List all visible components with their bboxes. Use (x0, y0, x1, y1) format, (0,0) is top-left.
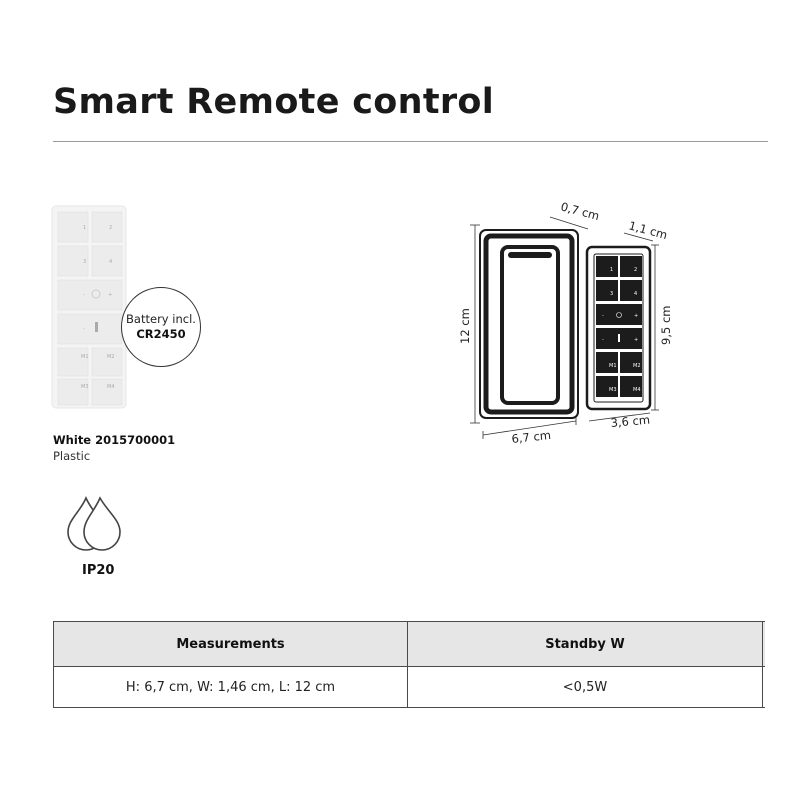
photo-button-label: M4 (107, 384, 115, 390)
bulb-icon (95, 322, 98, 332)
remote-depth-label: 1,1 cm (627, 218, 669, 242)
variant-material: Plastic (53, 449, 91, 463)
remote-button-label: M2 (633, 363, 641, 369)
remote-width-label: 3,6 cm (610, 413, 651, 430)
minus-icon: - (83, 292, 85, 298)
dimension-lines (470, 216, 659, 439)
minus-icon: - (602, 313, 604, 319)
spec-table: Measurements Standby W H: 6,7 cm, W: 1,4… (53, 621, 765, 708)
column-header-measurements: Measurements (53, 621, 408, 667)
photo-button-label: M2 (107, 354, 115, 360)
ip-rating: IP20 (82, 563, 115, 578)
wall-frame (479, 229, 579, 419)
remote-button-label: 4 (634, 291, 637, 297)
table-cell-extra (762, 666, 765, 708)
remote-button-label: 2 (634, 267, 637, 273)
photo-button-label: M1 (81, 354, 89, 360)
battery-badge: Battery incl. CR2450 (121, 287, 201, 367)
title-divider (53, 141, 768, 142)
remote-drawing: 1 2 3 4 M1 M2 M3 M4 - + - + (585, 245, 652, 411)
sun-icon (91, 289, 101, 299)
table-cell-measurements: H: 6,7 cm, W: 1,46 cm, L: 12 cm (53, 666, 408, 708)
photo-button-label: 1 (83, 225, 86, 231)
frame-width-label: 6,7 cm (511, 428, 552, 446)
remote-button-label: M1 (609, 363, 617, 369)
photo-button-label: 4 (109, 259, 112, 265)
sun-icon (616, 312, 622, 318)
plus-icon: + (634, 313, 638, 319)
battery-label: Battery incl. (126, 312, 196, 326)
page-title: Smart Remote control (53, 82, 495, 122)
photo-button-label: M3 (81, 384, 89, 390)
remote-button-label: 3 (610, 291, 613, 297)
bulb-icon (618, 334, 620, 342)
photo-button-label: 2 (109, 225, 112, 231)
plus-icon: + (108, 292, 112, 298)
battery-value: CR2450 (136, 327, 186, 341)
minus-icon: - (602, 337, 604, 343)
photo-button-label: 3 (83, 259, 86, 265)
remote-height-label: 9,5 cm (659, 306, 673, 345)
plus-icon: + (634, 337, 638, 343)
water-drops-icon (67, 495, 121, 551)
column-header-standby: Standby W (407, 621, 763, 667)
frame-depth-label: 0,7 cm (559, 199, 601, 223)
table-header-row: Measurements Standby W (53, 621, 765, 667)
table-row: H: 6,7 cm, W: 1,46 cm, L: 12 cm <0,5W (53, 666, 765, 708)
minus-icon: - (83, 326, 85, 332)
variant-name: White 2015700001 (53, 433, 176, 447)
product-photo: 1 2 3 4 M1 M2 M3 M4 - + - (51, 205, 127, 409)
remote-button-label: 1 (610, 267, 613, 273)
table-cell-standby: <0,5W (407, 666, 763, 708)
remote-button-label: M4 (633, 387, 641, 393)
column-header-extra (762, 621, 765, 667)
frame-height-label: 12 cm (458, 308, 472, 344)
remote-button-label: M3 (609, 387, 617, 393)
dimension-drawing: 1 2 3 4 M1 M2 M3 M4 - + - + 12 cm 6,7 cm… (458, 199, 673, 446)
